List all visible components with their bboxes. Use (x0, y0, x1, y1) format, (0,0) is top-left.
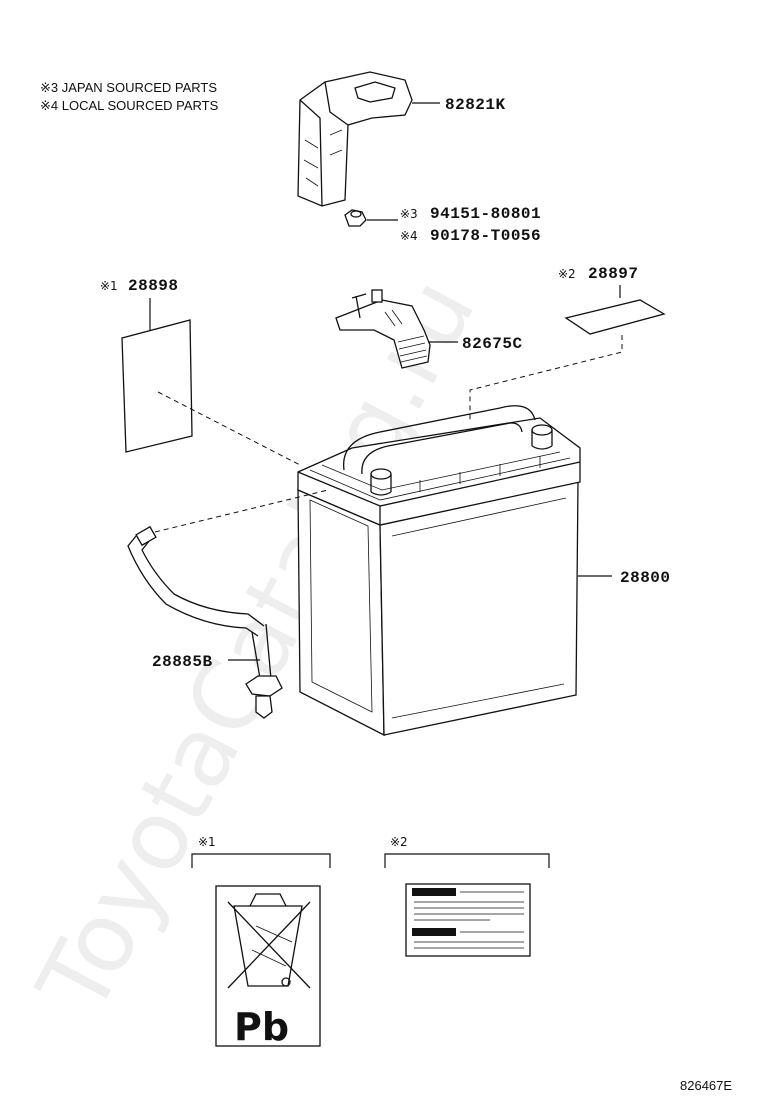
caution-label-right-drawing (564, 299, 666, 335)
part-number-nut-local: 90178-T0056 (430, 227, 541, 245)
battery-drawing (297, 405, 581, 737)
caution-label-detail (405, 883, 531, 957)
current-sensor-drawing (335, 289, 431, 369)
part-number-label-left: 28898 (128, 277, 179, 295)
part-number-cover: 82821K (445, 96, 506, 114)
mark-nut-local: ※4 (400, 229, 418, 243)
mark-nut-japan: ※3 (400, 207, 418, 221)
part-number-sensor: 82675C (462, 335, 523, 353)
mark-label-left: ※1 (100, 279, 118, 293)
mark-label-right: ※2 (558, 267, 576, 281)
detail1-mark: ※1 (198, 835, 216, 849)
detail1-bracket (191, 853, 331, 868)
note-japan-sourced: ※3 JAPAN SOURCED PARTS (40, 80, 217, 95)
part-number-label-right: 28897 (588, 265, 639, 283)
pb-recycling-label: Pb (215, 885, 321, 1049)
pb-lead-text: Pb (234, 1005, 289, 1049)
dash-hose-to-battery (154, 489, 329, 533)
detail2-mark: ※2 (390, 835, 408, 849)
caution-label-left-drawing (121, 319, 193, 453)
vent-hose-drawing (127, 525, 283, 719)
diagram-code: 826467E (680, 1078, 732, 1093)
part-number-hose: 28885B (152, 653, 213, 671)
part-number-nut-japan: 94151-80801 (430, 205, 541, 223)
note-local-sourced: ※4 LOCAL SOURCED PARTS (40, 98, 219, 113)
nut-drawing (344, 209, 367, 227)
detail2-bracket (384, 853, 550, 868)
part-number-battery: 28800 (620, 569, 671, 587)
terminal-cover-drawing (297, 71, 413, 207)
